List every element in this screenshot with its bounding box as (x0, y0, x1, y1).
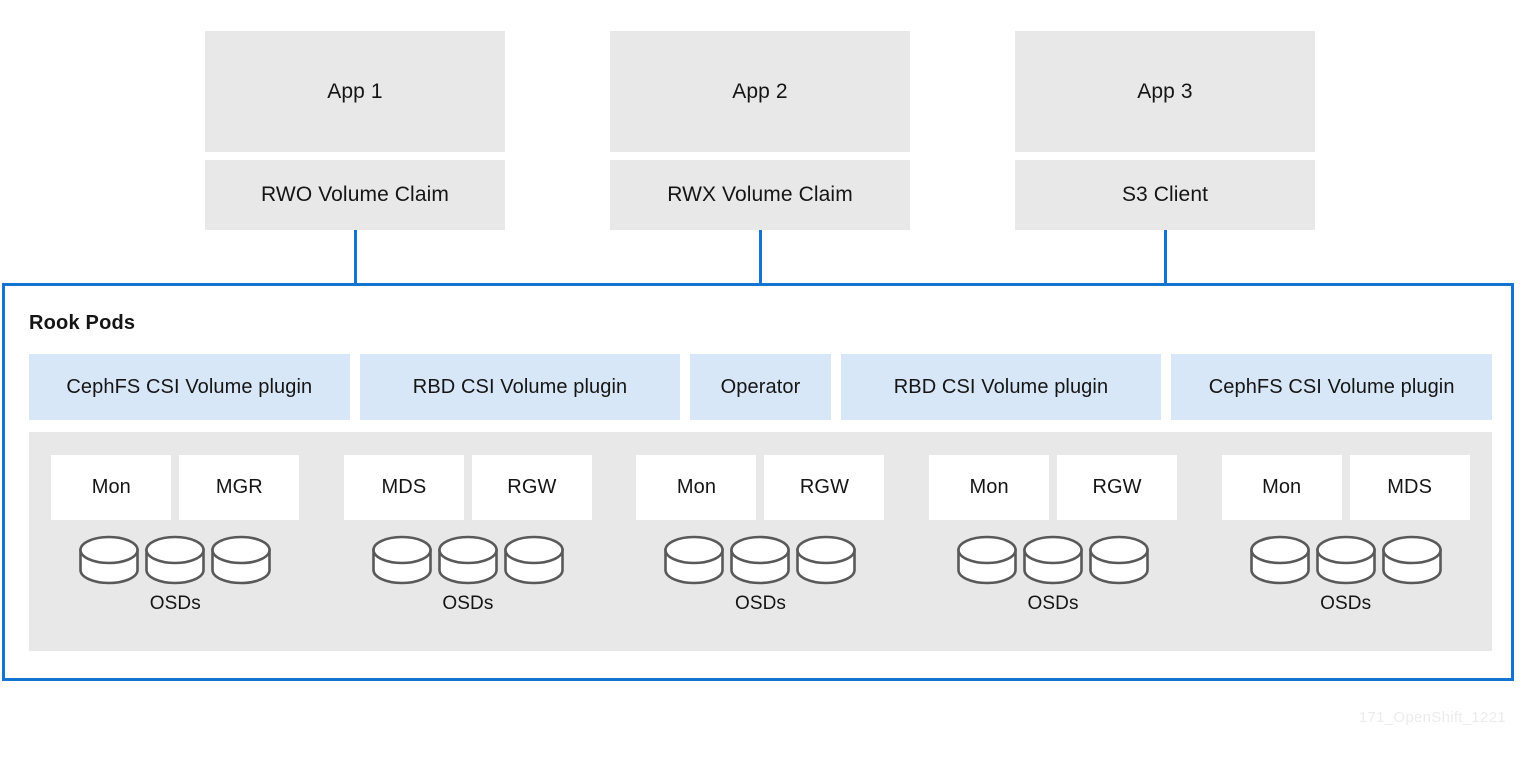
daemon-box-mds: MDS (1349, 455, 1470, 520)
connector-line-2 (759, 230, 762, 285)
daemon-box-mon: Mon (1221, 455, 1342, 520)
csi-plugin-box: RBD CSI Volume plugin (840, 354, 1162, 420)
daemon-box-rgw: RGW (1057, 455, 1178, 520)
app-column-1: App 1 RWO Volume Claim (205, 31, 505, 230)
volume-claim-box-2: RWX Volume Claim (610, 160, 910, 230)
osd-label: OSDs (734, 593, 787, 614)
app-column-3: App 3 S3 Client (1015, 31, 1315, 230)
app-box-3: App 3 (1015, 31, 1315, 152)
rook-pods-title: Rook Pods (29, 312, 136, 334)
daemon-box-mon: Mon (929, 455, 1050, 520)
app-box-2: App 2 (610, 31, 910, 152)
osd-cylinder-icon (504, 535, 564, 585)
connector-line-3 (1164, 230, 1167, 285)
osd-label: OSDs (1320, 593, 1372, 614)
osd-row (1249, 535, 1443, 585)
connector-line-1 (354, 230, 357, 285)
osd-label: OSDs (149, 593, 201, 614)
osd-cylinder-icon (372, 535, 432, 585)
osd-row (78, 535, 272, 585)
csi-plugin-box: CephFS CSI Volume plugin (1171, 354, 1492, 420)
daemon-box-mon: Mon (636, 455, 757, 520)
csi-plugin-box: RBD CSI Volume plugin (359, 354, 681, 420)
osd-cylinder-icon (145, 535, 206, 585)
csi-plugin-box: CephFS CSI Volume plugin (29, 354, 350, 420)
watermark-label: 171_OpenShift_1221 (1358, 709, 1506, 726)
osd-label: OSDs (442, 593, 494, 614)
volume-claim-box-1: RWO Volume Claim (205, 160, 505, 230)
daemon-box-mon: Mon (51, 455, 172, 520)
osd-cylinder-icon (1089, 535, 1149, 585)
osd-cylinder-icon (1023, 535, 1083, 585)
osd-cylinder-icon (1249, 535, 1310, 585)
osd-cylinder-icon (438, 535, 498, 585)
osd-row (956, 535, 1150, 585)
daemon-box-rgw: RGW (764, 455, 885, 520)
osd-cylinder-icon (79, 535, 140, 585)
daemon-box-mgr: MGR (179, 455, 300, 520)
volume-claim-box-3: S3 Client (1015, 160, 1315, 230)
osd-cylinder-icon (796, 535, 857, 585)
osd-cylinder-icon (664, 535, 725, 585)
app-box-1: App 1 (205, 31, 505, 152)
app-column-2: App 2 RWX Volume Claim (610, 31, 910, 230)
osd-label: OSDs (1027, 593, 1079, 614)
daemon-box-mds: MDS (343, 455, 464, 520)
csi-plugin-box: Operator (690, 354, 831, 420)
daemon-box-rgw: RGW (471, 455, 592, 520)
osd-cylinder-icon (1381, 535, 1442, 585)
rook-pods-frame (2, 283, 1514, 681)
osd-cylinder-icon (730, 535, 791, 585)
osd-cylinder-icon (211, 535, 272, 585)
osd-row (663, 535, 857, 585)
osd-row (371, 535, 565, 585)
osd-cylinder-icon (1315, 535, 1376, 585)
osd-cylinder-icon (957, 535, 1017, 585)
